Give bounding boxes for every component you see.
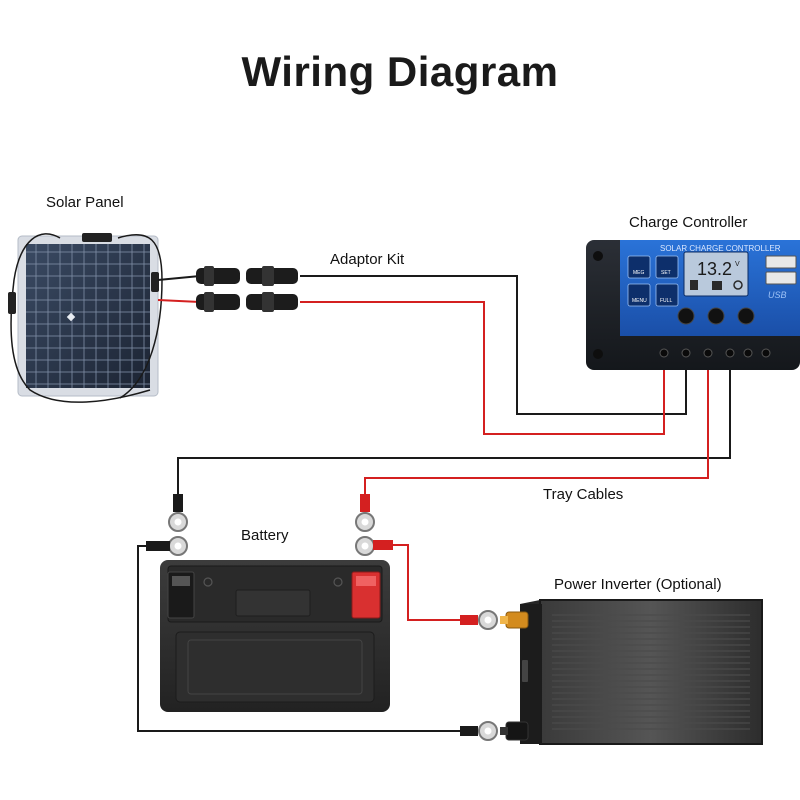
controller-button-2 (707, 307, 725, 325)
mc4-connector-negative-1 (196, 266, 240, 286)
mc4-connector-positive-1 (196, 292, 240, 312)
set-icon (655, 255, 679, 279)
battery-label: Battery (241, 527, 289, 544)
adaptor-kit-label: Adaptor Kit (330, 251, 405, 268)
btn-label-0: MEG (633, 270, 645, 276)
negative-wire-inverter (137, 545, 462, 732)
meg-icon (627, 255, 651, 279)
lcd-display (683, 251, 749, 297)
solar-panel-label: Solar Panel (46, 194, 124, 211)
charge-controller: SOLAR CHARGE CONTROLLER MEG SET MENU FUL… (586, 240, 800, 370)
positive-wire-inverter (392, 544, 462, 621)
charge-controller-label: Charge Controller (629, 214, 748, 231)
tray-cables-label: Tray Cables (543, 486, 624, 503)
controller-icons: MEG SET MENU FULL (627, 255, 679, 307)
positive-wire-battery (364, 368, 709, 494)
btn-label-2: MENU (632, 298, 647, 304)
mc4-connector-negative-2 (246, 266, 298, 286)
usb-port-2 (765, 271, 797, 285)
page-title: Wiring Diagram (241, 48, 559, 95)
battery (160, 560, 390, 712)
controller-button-3 (737, 307, 755, 325)
negative-wire-battery (177, 368, 731, 494)
controller-header-text: SOLAR CHARGE CONTROLLER (660, 244, 781, 253)
inverter-negative-terminal (500, 721, 529, 741)
ring-terminal-pos-inverter (460, 610, 498, 630)
menu-icon (627, 283, 651, 307)
mc4-connector-positive-2 (246, 292, 298, 312)
ring-terminal-neg-inverter (460, 721, 498, 741)
solar-panel (8, 233, 201, 403)
lcd-value: 13.2 (697, 259, 732, 279)
inverter-positive-terminal (500, 611, 529, 629)
adaptor-kit-connectors (196, 266, 298, 312)
ring-terminal-neg-top (168, 494, 188, 532)
negative-wire-panel (300, 275, 687, 415)
ring-terminal-pos-battery (355, 536, 393, 556)
wires (137, 275, 731, 732)
positive-wire-panel (300, 301, 665, 435)
controller-button-1 (677, 307, 695, 325)
controller-terminals (659, 348, 771, 358)
usb-label: USB (768, 290, 787, 300)
ring-terminals (146, 494, 498, 741)
ring-terminal-neg-battery (146, 536, 188, 556)
ring-terminal-pos-top (355, 494, 375, 532)
power-inverter-label: Power Inverter (Optional) (554, 576, 722, 593)
lcd-unit: V (735, 261, 740, 268)
btn-label-3: FULL (660, 298, 672, 304)
btn-label-1: SET (661, 270, 671, 276)
power-inverter (500, 599, 763, 745)
full-icon (655, 283, 679, 307)
usb-port-1 (765, 255, 797, 269)
